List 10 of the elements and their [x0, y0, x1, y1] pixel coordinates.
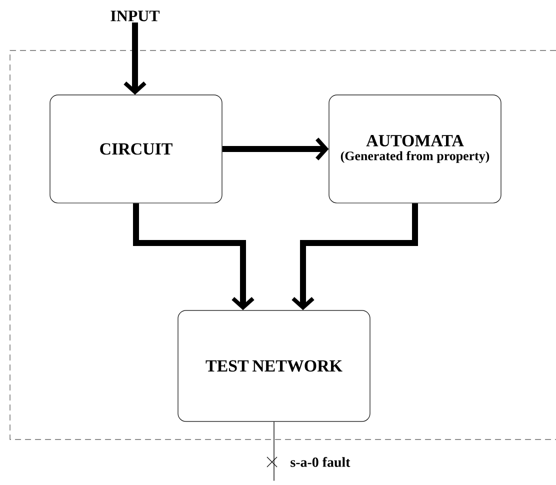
arrow [222, 138, 329, 160]
dashed-boundary [10, 50, 556, 440]
arrow [292, 203, 418, 310]
input-label: INPUT [110, 10, 160, 22]
arrow [124, 22, 146, 95]
fault-label: s-a-0 fault [290, 456, 350, 467]
process-box: AUTOMATA (Generated from property) [328, 94, 502, 204]
arrow [133, 203, 254, 310]
process-box: TEST NETWORK [178, 310, 370, 422]
process-box: CIRCUIT [50, 94, 222, 204]
